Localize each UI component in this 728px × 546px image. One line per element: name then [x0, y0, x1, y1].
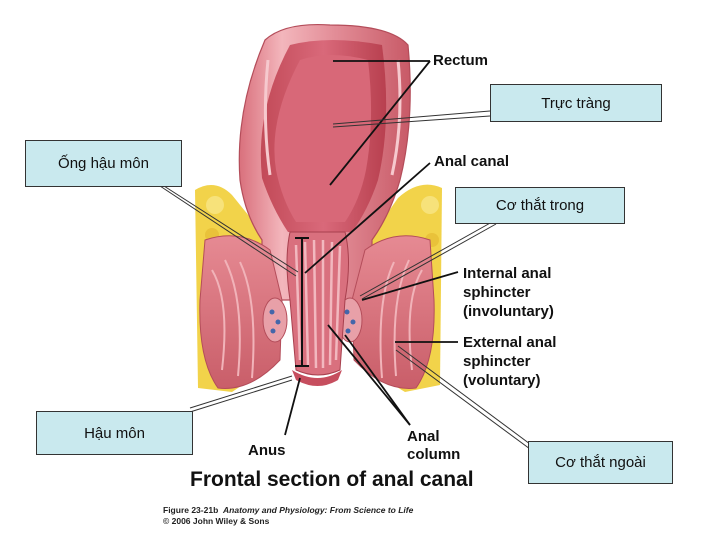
- anal-canal-bracket: [295, 237, 309, 367]
- figure-title: Frontal section of anal canal: [190, 468, 474, 491]
- figure-credit-line1: Figure 23-21b Anatomy and Physiology: Fr…: [163, 505, 413, 515]
- label-anal-column-line2: column: [407, 446, 461, 463]
- sphincter-muscles: [199, 235, 435, 389]
- book-title: Anatomy and Physiology: From Science to …: [223, 505, 414, 515]
- internal-sphincter-leader: [361, 271, 459, 301]
- vn-box-co-that-trong: Cơ thắt trong: [455, 187, 625, 224]
- label-external-sphincter-line1: External anal: [463, 334, 557, 351]
- vn-box-ong-hau-mon: Ống hậu môn: [25, 140, 182, 187]
- label-internal-sphincter-line1: Internal anal: [463, 265, 552, 282]
- label-anal-column-line1: Anal: [407, 428, 440, 445]
- label-anus: Anus: [248, 442, 286, 459]
- vn-box-co-that-ngoai: Cơ thắt ngoài: [528, 441, 673, 484]
- label-internal-sphincter-line3: (involuntary): [463, 303, 554, 320]
- anal-canal: [286, 231, 349, 386]
- vn-box-truc-trang: Trực tràng: [490, 84, 662, 122]
- rectum-wall: [238, 23, 411, 301]
- figure-number: Figure 23-21b: [163, 505, 219, 515]
- anus-leader: [284, 377, 301, 436]
- anal-canal-leader: [304, 162, 431, 274]
- label-anal-canal: Anal canal: [434, 153, 510, 170]
- leader-lines: [284, 60, 459, 436]
- vn-leader-lines: [159, 110, 531, 450]
- label-internal-sphincter-line2: sphincter: [463, 284, 531, 301]
- figure-copyright: © 2006 John Wiley & Sons: [163, 516, 270, 526]
- vn-box-hau-mon: Hậu môn: [36, 411, 193, 455]
- anal-column-leader: [327, 324, 411, 426]
- label-external-sphincter-line2: sphincter: [463, 353, 531, 370]
- label-rectum: Rectum: [433, 52, 489, 69]
- label-external-sphincter-line3: (voluntary): [463, 372, 541, 389]
